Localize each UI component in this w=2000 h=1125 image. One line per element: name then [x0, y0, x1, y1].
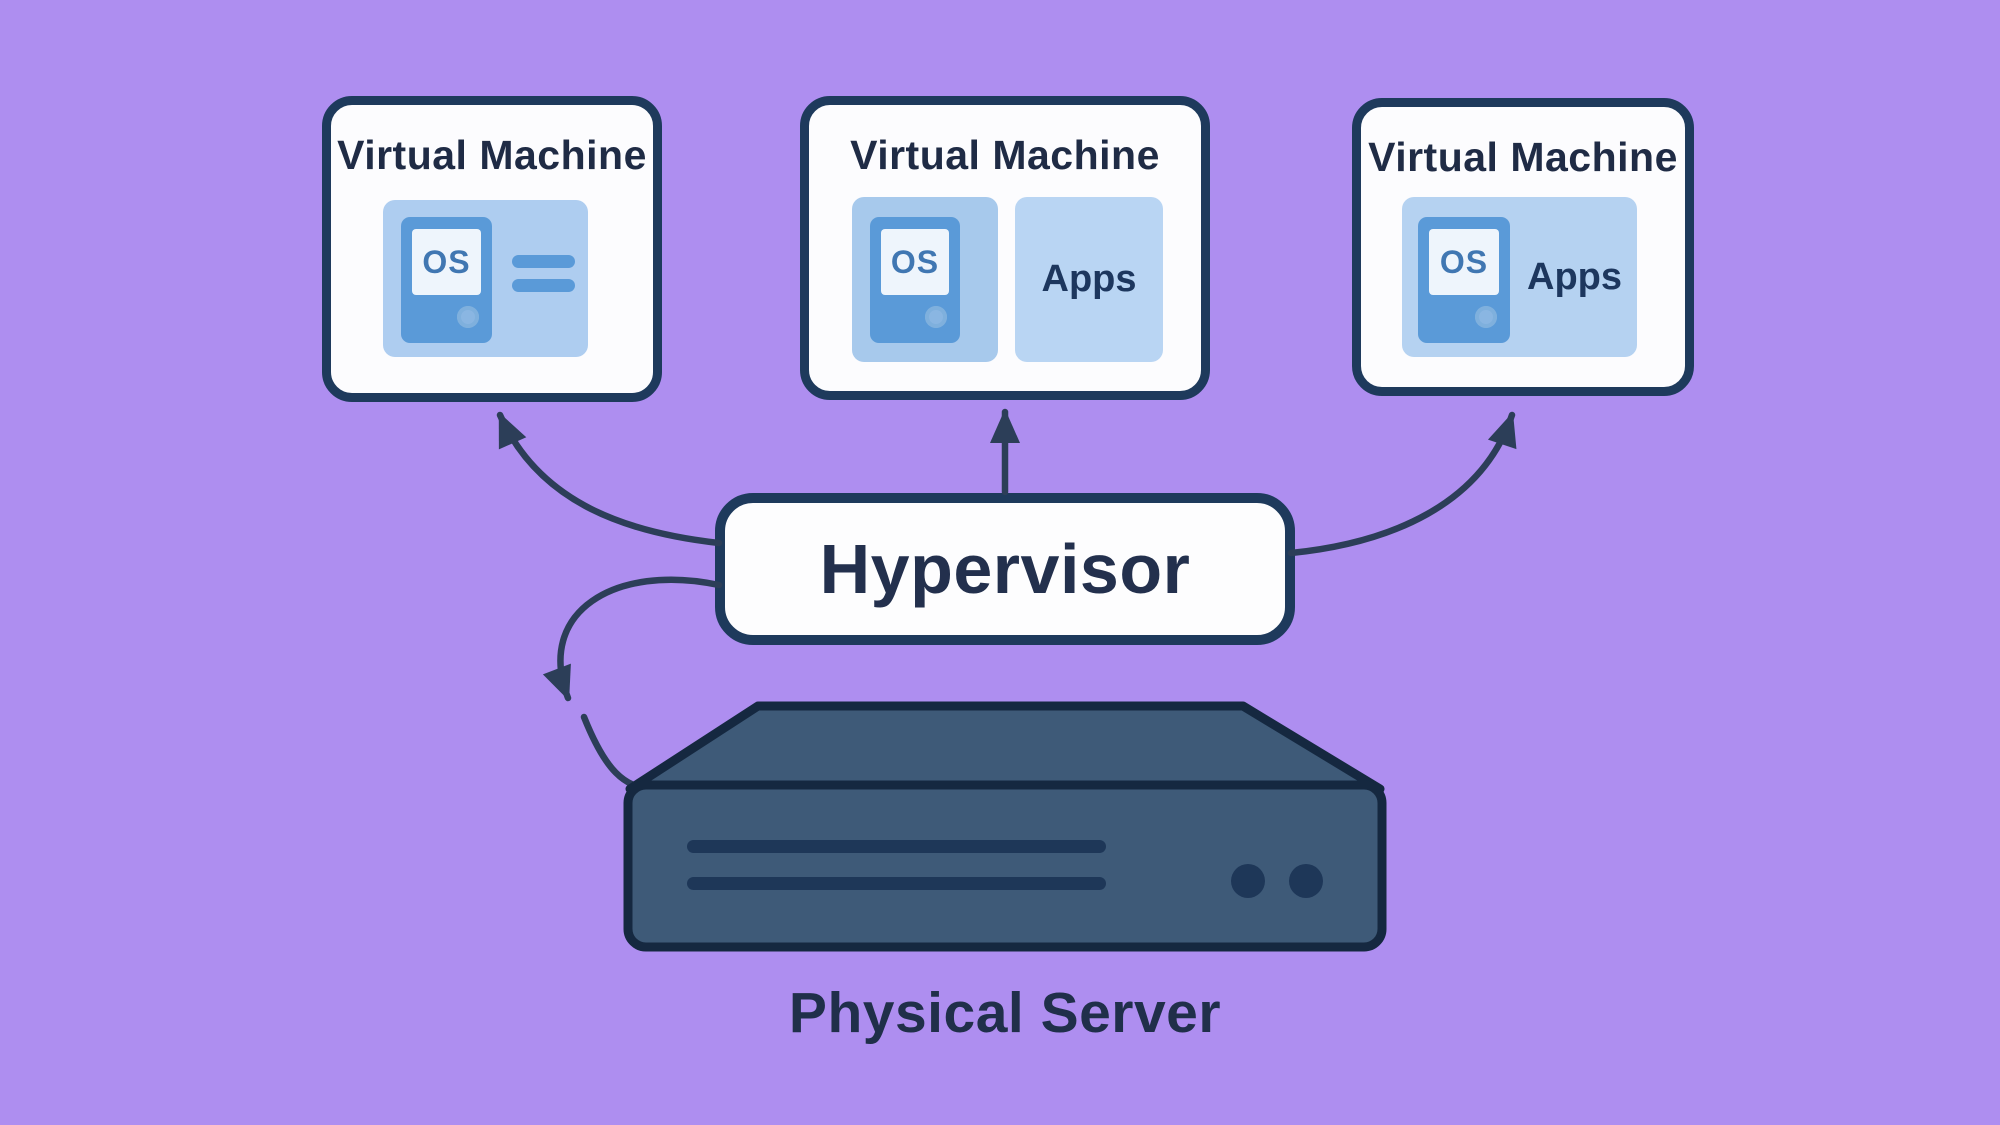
vm2-os-panel: OS — [852, 197, 998, 362]
vm-box-3: Virtual Machine OS Apps — [1352, 98, 1694, 396]
arrow-hypervisor-to-vm1 — [496, 411, 723, 547]
physical-server-label: Physical Server — [788, 981, 1222, 1045]
vm2-apps-panel: Apps — [1015, 197, 1163, 362]
vm-box-2: Virtual Machine OS Apps — [800, 96, 1210, 400]
os-device-icon: OS — [401, 217, 492, 343]
physical-server-illustration — [623, 701, 1387, 952]
vm1-title: Virtual Machine — [337, 132, 647, 178]
hypervisor-box: Hypervisor — [715, 493, 1295, 645]
apps-label: Apps — [1041, 258, 1137, 300]
server-front-face — [623, 780, 1387, 952]
os-device-icon: OS — [1418, 217, 1510, 343]
arrow-tail-to-server — [580, 713, 656, 794]
vm3-title: Virtual Machine — [1368, 134, 1678, 180]
arrow-hypervisor-to-vm3 — [1287, 411, 1517, 557]
os-screen: OS — [881, 229, 949, 295]
os-screen: OS — [412, 229, 481, 295]
indicator-dot-icon — [1475, 306, 1497, 328]
os-label: OS — [1439, 243, 1489, 280]
vm3-panel: OS Apps — [1402, 197, 1637, 357]
arrow-hypervisor-to-server — [542, 576, 723, 702]
server-top-face — [625, 701, 1385, 794]
apps-label: Apps — [1527, 255, 1622, 298]
vm-box-1: Virtual Machine OS — [322, 96, 662, 402]
os-label: OS — [422, 243, 471, 280]
vm2-title: Virtual Machine — [850, 132, 1160, 178]
hypervisor-label: Hypervisor — [819, 530, 1191, 608]
vm1-panel: OS — [383, 200, 588, 357]
os-device-icon: OS — [870, 217, 960, 343]
server-vent-slot — [687, 840, 1106, 853]
server-button-dot — [1289, 864, 1323, 898]
os-screen: OS — [1429, 229, 1499, 295]
os-label: OS — [890, 243, 940, 280]
indicator-dot-icon — [925, 306, 947, 328]
indicator-dot-icon — [457, 306, 479, 328]
server-vent-slot — [687, 877, 1106, 890]
server-button-dot — [1231, 864, 1265, 898]
